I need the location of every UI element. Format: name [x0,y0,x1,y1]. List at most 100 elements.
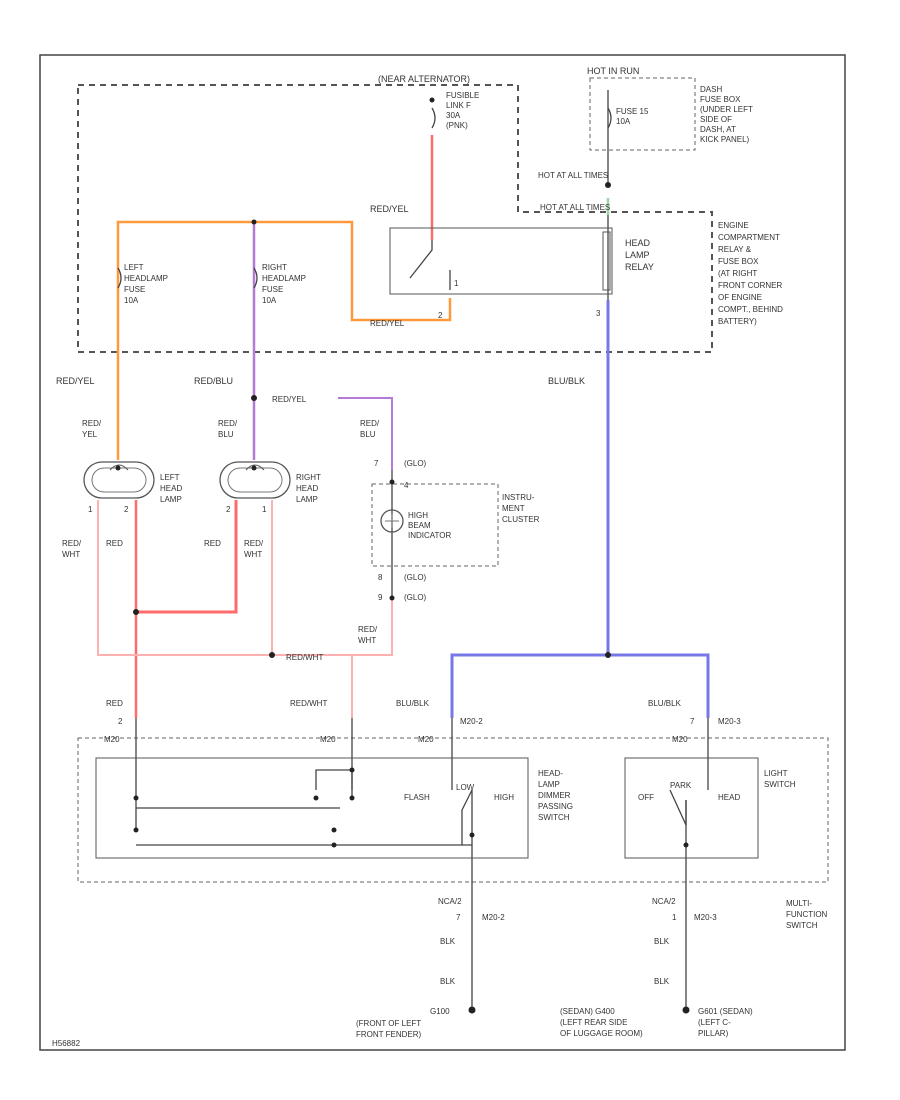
label-red-wht-c: RED/ WHT [358,625,378,645]
label-m20-a: M20 [104,735,120,744]
label-blu-blk-sw1: BLU/BLK [396,699,430,708]
svg-text:BLU: BLU [218,430,234,439]
label-m20-3b: M20-3 [694,913,717,922]
label-blk-3: BLK [440,977,456,986]
label-m20-c: M20 [418,735,434,744]
svg-text:HEAD-: HEAD- [538,769,563,778]
label-red-b: RED [204,539,221,548]
svg-text:CLUSTER: CLUSTER [502,515,540,524]
svg-text:RED/: RED/ [358,625,378,634]
label-ground-right: G601 (SEDAN) (LEFT C- PILLAR) [698,1007,753,1038]
label-red-blu-mid: RED/BLU [194,376,233,386]
svg-text:WHT: WHT [62,550,80,559]
svg-text:FUSIBLE: FUSIBLE [446,91,479,100]
label-ground-mid: (SEDAN) G400 (LEFT REAR SIDE OF LUGGAGE … [560,1007,643,1038]
label-red-sw: RED [106,699,123,708]
label-lamp-pin-2a: 2 [124,505,129,514]
label-dimmer-switch: HEAD- LAMP DIMMER PASSING SWITCH [538,769,573,822]
diagram-frame [39,54,846,1051]
label-diagram-code: H56882 [52,1039,81,1048]
label-lamp-pin-1a: 1 [88,505,93,514]
svg-text:RIGHT: RIGHT [296,473,321,482]
dimmer-switch-contact [461,789,473,845]
label-g100: G100 [430,1007,450,1016]
svg-text:SWITCH: SWITCH [538,813,570,822]
svg-text:LAMP: LAMP [538,780,560,789]
svg-text:(PNK): (PNK) [446,121,468,130]
label-m20-d: M20 [672,735,688,744]
label-b7: 7 [456,913,461,922]
label-near-alternator: (NEAR ALTERNATOR) [378,74,470,84]
svg-text:FRONT CORNER: FRONT CORNER [718,281,783,290]
label-fuse15: FUSE 15 10A [616,107,649,126]
label-nca-left: NCA/2 [438,897,462,906]
label-pin1: 1 [454,279,459,288]
label-head: HEAD [718,793,740,802]
label-b1: 1 [672,913,677,922]
svg-text:HEAD: HEAD [625,238,651,248]
label-m20-b: M20 [320,735,336,744]
label-engine-compartment: ENGINE COMPARTMENT RELAY & FUSE BOX (AT … [718,221,783,326]
svg-text:HEAD: HEAD [160,484,182,493]
fuse15-symbol [607,107,612,129]
svg-text:FUSE 15: FUSE 15 [616,107,649,116]
dash-fuse-box-enclosure [589,77,696,151]
label-blk-4: BLK [654,977,670,986]
svg-text:RELAY &: RELAY & [718,245,752,254]
svg-text:(FRONT OF LEFT: (FRONT OF LEFT [356,1019,421,1028]
label-red-wht-mid: RED/WHT [286,653,323,662]
label-m20-2b: M20-2 [482,913,505,922]
svg-text:BATTERY): BATTERY) [718,317,757,326]
label-red-blu-conn: RED/ BLU [218,419,238,439]
label-c7: 7 [374,459,379,468]
alternator-enclosure [77,84,713,353]
label-nca-right: NCA/2 [652,897,676,906]
left-fuse-symbol [117,267,122,289]
svg-text:HEADLAMP: HEADLAMP [262,274,306,283]
svg-text:WHT: WHT [244,550,262,559]
svg-text:PILLAR): PILLAR) [698,1029,729,1038]
label-red-yel-conn: RED/ YEL [82,419,102,439]
label-multi-function: MULTI- FUNCTION SWITCH [786,899,828,930]
svg-text:FRONT FENDER): FRONT FENDER) [356,1030,422,1039]
label-right-headlamp-fuse: RIGHT HEADLAMP FUSE 10A [262,263,306,305]
label-red-wht-b: RED/ WHT [244,539,264,559]
label-left-headlamp-fuse: LEFT HEADLAMP FUSE 10A [124,263,168,305]
red-wire-cross [136,500,238,614]
svg-text:(SEDAN) G400: (SEDAN) G400 [560,1007,615,1016]
svg-text:FUNCTION: FUNCTION [786,910,828,919]
label-sw-pin-7: 7 [690,717,695,726]
black-wire-dimmer-bus [136,769,472,846]
svg-text:FUSE: FUSE [262,285,283,294]
multi-function-enclosure [77,737,829,883]
label-glo-1: (GLO) [404,459,427,468]
svg-text:SWITCH: SWITCH [786,921,818,930]
high-beam-indicator-bulb [380,509,404,533]
light-switch-contact [669,789,687,826]
svg-text:BLU: BLU [360,430,376,439]
label-hot-at-all-times: HOT AT ALL TIMES [538,171,608,180]
label-glo-2: (GLO) [404,573,427,582]
svg-text:BEAM: BEAM [408,521,431,530]
svg-text:INSTRU-: INSTRU- [502,493,535,502]
label-instrument-cluster: INSTRU- MENT CLUSTER [502,493,540,524]
label-lamp-pin-2b: 2 [226,505,231,514]
light-switch-box [624,757,759,859]
svg-text:LEFT: LEFT [160,473,180,482]
svg-text:10A: 10A [262,296,277,305]
relay-contact [409,240,451,290]
label-c9: 9 [378,593,383,602]
label-red-yel-splice: RED/YEL [272,395,307,404]
svg-text:RELAY: RELAY [625,262,654,272]
label-blk-1: BLK [440,937,456,946]
svg-text:DIMMER: DIMMER [538,791,571,800]
svg-text:OF LUGGAGE ROOM): OF LUGGAGE ROOM) [560,1029,643,1038]
label-c8: 8 [378,573,383,582]
svg-text:LAMP: LAMP [160,495,182,504]
svg-text:FUSE BOX: FUSE BOX [700,95,741,104]
svg-text:10A: 10A [616,117,631,126]
svg-text:RIGHT: RIGHT [262,263,287,272]
label-g100-location: (FRONT OF LEFT FRONT FENDER) [356,1019,422,1039]
svg-text:OF ENGINE: OF ENGINE [718,293,762,302]
